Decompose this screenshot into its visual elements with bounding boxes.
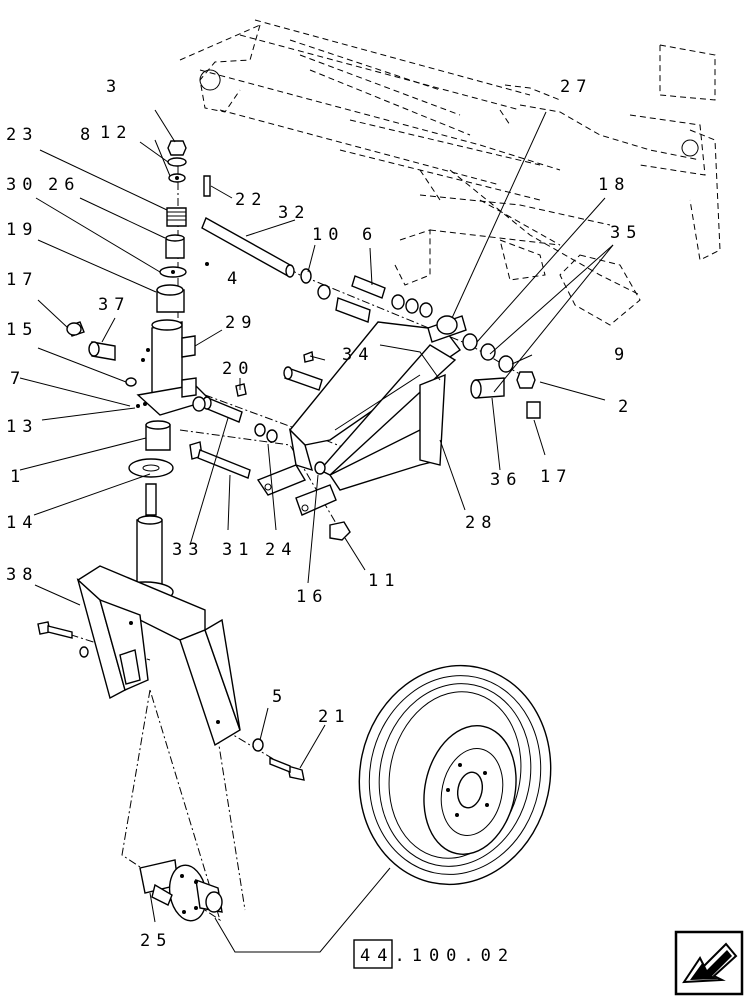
- callout-36: 36: [490, 470, 522, 490]
- wheel-hub: [139, 859, 223, 922]
- callout-14: 14: [6, 513, 38, 533]
- callout-28: 28: [465, 513, 497, 533]
- spindle-fork: [76, 483, 241, 747]
- callout-5: 5: [272, 687, 288, 707]
- wheel-tire: [358, 664, 552, 886]
- leader-lines: [19, 109, 614, 953]
- callout-38: 38: [6, 565, 38, 585]
- callout-1: 1: [10, 467, 26, 487]
- page-reference-label[interactable]: 44.100.02: [360, 946, 515, 966]
- callout-labels: 3 23 8 12 30 26 19 17 37 15 7 13 1 14 29…: [6, 77, 642, 951]
- callout-35: 35: [610, 223, 642, 243]
- callout-3: 3: [106, 77, 122, 97]
- callout-10: 10: [312, 225, 344, 245]
- callout-18: 18: [598, 175, 630, 195]
- callout-20: 20: [222, 359, 254, 379]
- callout-9: 9: [614, 345, 630, 365]
- small-bushings: [66, 321, 137, 387]
- callout-8: 8: [80, 125, 96, 145]
- callout-22: 22: [235, 190, 267, 210]
- callout-17b: 17: [540, 467, 572, 487]
- callout-6: 6: [362, 225, 378, 245]
- callout-26: 26: [48, 175, 80, 195]
- next-page-arrow-icon[interactable]: [674, 930, 744, 996]
- callout-16: 16: [296, 587, 328, 607]
- callout-23: 23: [6, 125, 38, 145]
- arm-hardware: [192, 175, 541, 541]
- pivot-arm: [256, 315, 467, 516]
- callout-21: 21: [318, 707, 350, 727]
- phantom-frame: [179, 19, 721, 326]
- callout-11: 11: [368, 571, 400, 591]
- fork-bolts: [37, 621, 305, 781]
- callout-27: 27: [560, 77, 592, 97]
- callout-31: 31: [222, 540, 254, 560]
- lower-bushing-washer: [128, 420, 174, 478]
- spindle-top-hardware: [156, 140, 187, 313]
- callout-33: 33: [172, 540, 204, 560]
- callout-37: 37: [98, 295, 130, 315]
- callout-30: 30: [6, 175, 38, 195]
- callout-4: 4: [227, 269, 243, 289]
- spindle-housing: [136, 319, 212, 416]
- callout-32: 32: [278, 203, 310, 223]
- callout-13: 13: [6, 417, 38, 437]
- callout-29: 29: [225, 313, 257, 333]
- callout-25: 25: [140, 931, 172, 951]
- callout-2: 2: [618, 397, 634, 417]
- callout-15: 15: [6, 320, 38, 340]
- callout-34: 34: [342, 345, 374, 365]
- callout-7: 7: [10, 369, 26, 389]
- callout-12: 12: [100, 123, 132, 143]
- callout-19: 19: [6, 220, 38, 240]
- page-reference[interactable]: 44.100.02: [353, 939, 515, 969]
- callout-24: 24: [265, 540, 297, 560]
- pins: [189, 217, 505, 479]
- callout-17: 17: [6, 270, 38, 290]
